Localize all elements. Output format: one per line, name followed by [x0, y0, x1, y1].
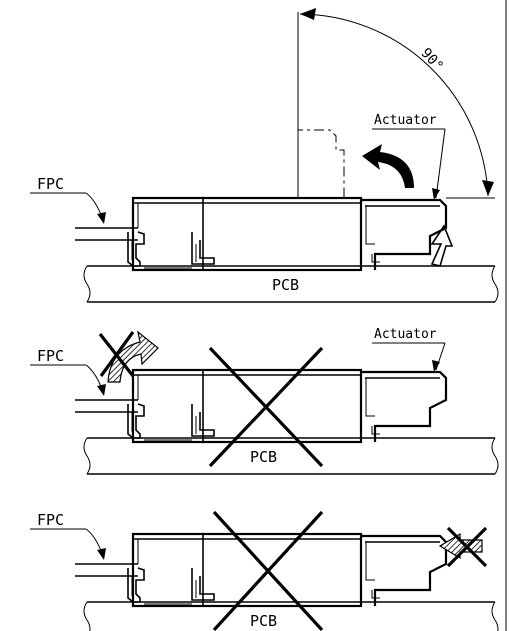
- fpc-label: FPC: [37, 175, 64, 193]
- pcb-label-3: PCB: [250, 612, 277, 630]
- panel-incorrect-lift: FPC Actuator PCB: [30, 327, 499, 475]
- fpc-label-3: FPC: [37, 511, 64, 529]
- panel-correct: FPC Actuator 90° PCB: [30, 8, 499, 303]
- actuator-label: Actuator: [374, 113, 437, 128]
- angle-label: 90°: [417, 45, 446, 75]
- pcb-label-2: PCB: [250, 448, 277, 466]
- actuator-label-2: Actuator: [374, 327, 437, 342]
- pcb-label: PCB: [272, 276, 299, 294]
- panel-incorrect-push: FPC PCB: [30, 510, 499, 631]
- fpc-label-2: FPC: [37, 347, 64, 365]
